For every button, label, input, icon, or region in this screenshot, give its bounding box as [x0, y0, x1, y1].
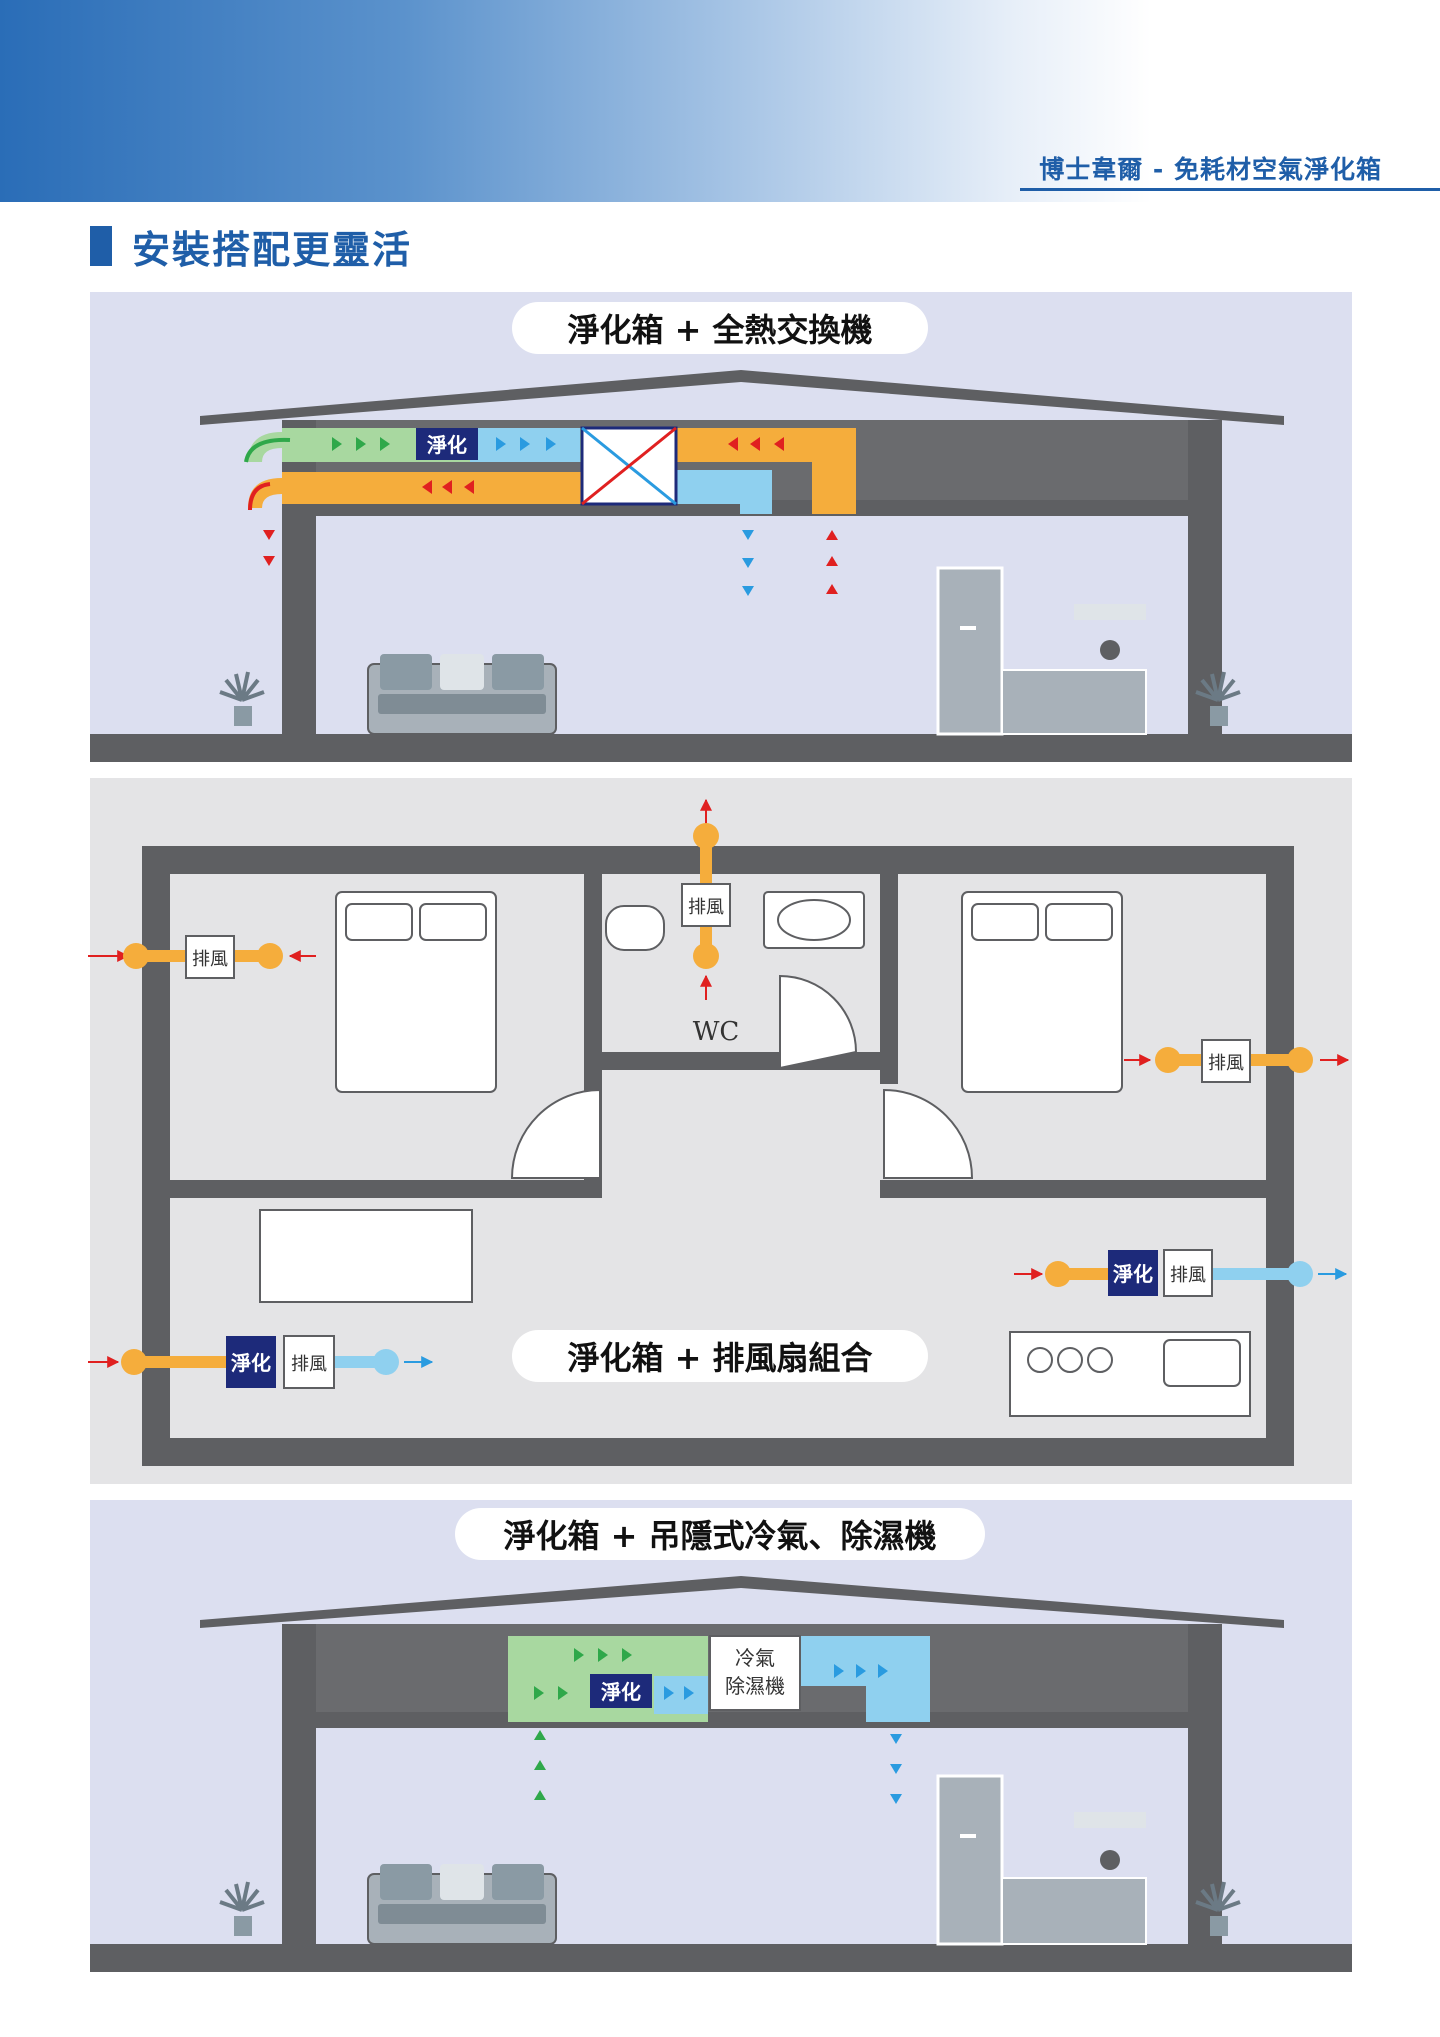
- burner-2: [1057, 1347, 1083, 1373]
- svg-text:排風: 排風: [688, 897, 724, 918]
- floor: [90, 734, 1352, 762]
- plant-left: [219, 671, 265, 726]
- purifier-label-3: 淨化: [601, 1680, 641, 1704]
- wall-living-right: [880, 1180, 1266, 1198]
- exhaust-arrow: [248, 482, 271, 511]
- bed-left: [335, 891, 497, 1093]
- door-bedroom-right: [883, 1088, 974, 1179]
- burner-3: [1087, 1347, 1113, 1373]
- door-bedroom-left: [510, 1088, 601, 1179]
- burner-1: [1027, 1347, 1053, 1373]
- wall-wc-right: [880, 874, 898, 1084]
- svg-text:淨化: 淨化: [1113, 1262, 1153, 1286]
- supply-duct-down: [740, 470, 772, 514]
- svg-text:淨化: 淨化: [231, 1351, 271, 1375]
- exhaust-fan-wc: 排風: [681, 798, 731, 1000]
- panel-1-title: 淨化箱 + 全熱交換機: [512, 302, 928, 354]
- brand-underline: [1020, 188, 1440, 191]
- green-flow-arrows: [332, 437, 390, 451]
- intake-arrow: [244, 437, 291, 463]
- red-flow-arrows: [422, 437, 784, 494]
- purified-duct-3: [654, 1676, 708, 1714]
- blue-down-arrows: [742, 530, 754, 596]
- plant-right: [1195, 671, 1241, 726]
- exhaust-fan-left-bedroom: 排風: [88, 935, 316, 979]
- panel-1-bg: [90, 292, 1352, 762]
- purifier-exhaust-living: 淨化 排風: [88, 1335, 434, 1389]
- exhaust-hood: [248, 478, 282, 508]
- brand-title: 博士韋爾 - 免耗材空氣淨化箱: [1039, 155, 1382, 184]
- svg-text:排風: 排風: [291, 1354, 327, 1375]
- purifier-box: [416, 428, 478, 460]
- wc-label: WC: [693, 1017, 740, 1047]
- ac-label-2: 除濕機: [725, 1674, 785, 1698]
- left-wall: [282, 420, 316, 734]
- bed-right: [961, 891, 1123, 1093]
- section-heading-text: 安裝搭配更靈活: [132, 227, 413, 272]
- left-wall-3: [282, 1624, 316, 1944]
- purifier-label: 淨化: [427, 433, 467, 457]
- sofa: [367, 654, 557, 735]
- section-heading: 安裝搭配更靈活: [90, 225, 412, 272]
- plant-right-3: [1195, 1881, 1241, 1936]
- plant-left-3: [219, 1881, 265, 1936]
- kitchen-3: [936, 1774, 1147, 1946]
- panel-1-heat-exchanger: 淨化: [90, 292, 1352, 762]
- svg-text:排風: 排風: [192, 949, 228, 970]
- wall-living-left: [170, 1180, 602, 1198]
- supply-duct-3-down: [866, 1636, 930, 1722]
- sofa-3: [367, 1864, 557, 1945]
- blue-flow-arrows-3: [664, 1664, 902, 1804]
- panel-3-title: 淨化箱 + 吊隱式冷氣、除濕機: [455, 1508, 985, 1560]
- floor-3: [90, 1944, 1352, 1972]
- panel-3-bg: [90, 1500, 1352, 1972]
- roof-3: [200, 1576, 1284, 1628]
- exhaust-fan-right-bedroom: 排風: [1124, 1039, 1350, 1083]
- roof: [200, 370, 1284, 425]
- living-sofa: [259, 1209, 473, 1303]
- section-heading-bar: [90, 226, 112, 266]
- ac-unit: [709, 1635, 801, 1711]
- red-down-arrows: [263, 530, 275, 566]
- top-banner: [0, 0, 1440, 202]
- panel-3-ac-dehumidifier: 淨化 冷氣 除濕機: [90, 1500, 1352, 1972]
- return-duct-down: [812, 428, 856, 514]
- kitchen-sink: [1163, 1339, 1241, 1387]
- exchanger-line-2: [581, 426, 677, 506]
- red-up-arrows: [826, 530, 838, 594]
- purifier-exhaust-kitchen: 淨化 排風: [1014, 1249, 1348, 1297]
- toilet: [605, 905, 665, 951]
- purifier-box-3: [590, 1674, 652, 1708]
- svg-text:排風: 排風: [1170, 1265, 1206, 1286]
- door-wc: [779, 974, 858, 1070]
- sink-bowl: [777, 899, 851, 941]
- ceiling-3: [316, 1712, 1188, 1728]
- floor-plan-outer-wall: [142, 846, 1294, 1466]
- panel-2-title: 淨化箱 + 排風扇組合: [512, 1330, 928, 1382]
- kitchen: [936, 566, 1147, 736]
- ac-label-1: 冷氣: [735, 1646, 775, 1670]
- green-flow-arrows-3: [534, 1648, 632, 1800]
- blue-flow-arrows: [496, 437, 556, 451]
- svg-text:排風: 排風: [1208, 1053, 1244, 1074]
